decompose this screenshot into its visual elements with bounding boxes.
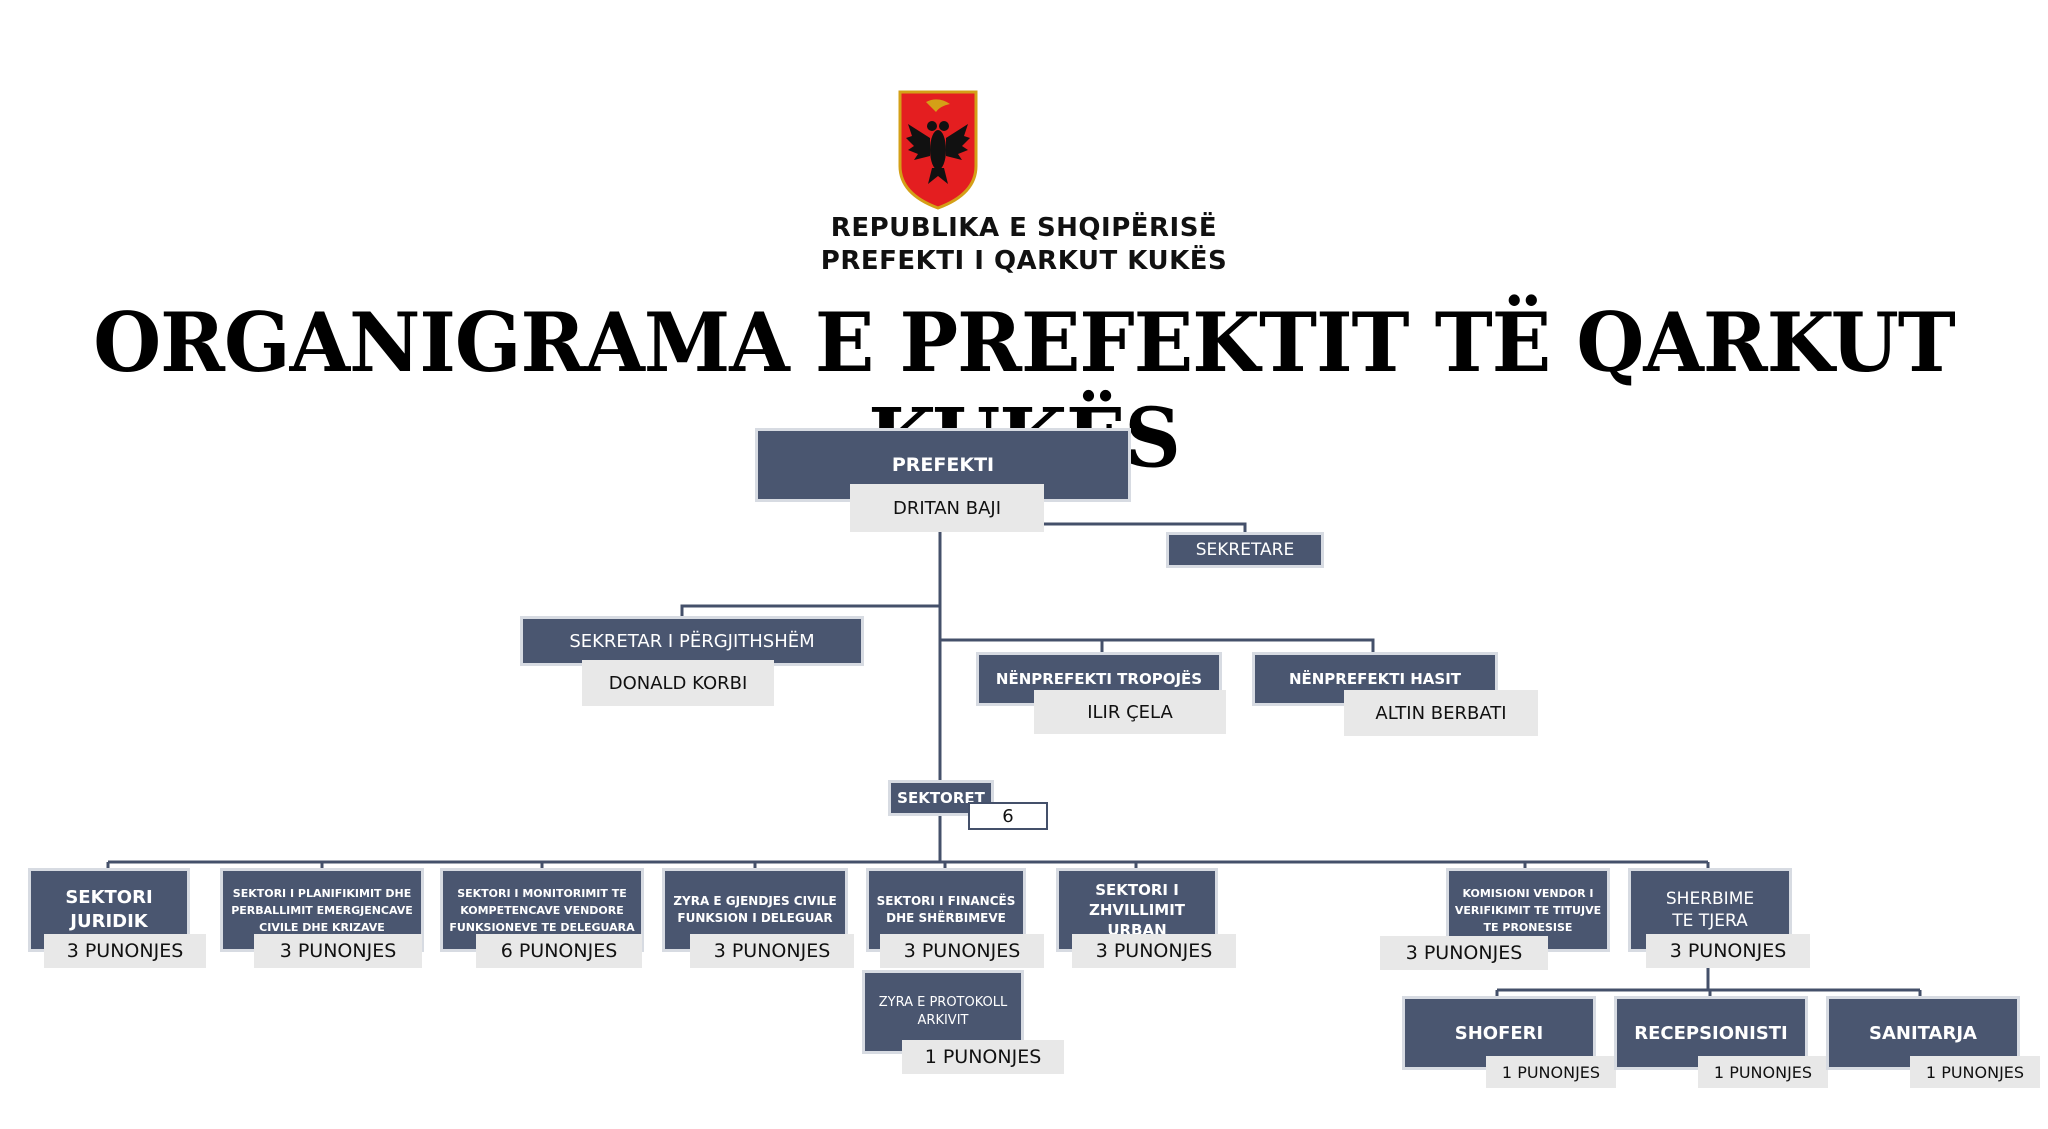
general-secretary-box: SEKRETAR I PËRGJITHSHËM <box>520 616 864 666</box>
service-cleaner-staff: 1 PUNONJES <box>1910 1056 2040 1088</box>
unit-juridik-staff: 3 PUNONJES <box>44 934 206 968</box>
unit-other-services-staff: 3 PUNONJES <box>1646 934 1810 968</box>
secretary-box: SEKRETARE <box>1166 532 1324 568</box>
unit-finance-staff: 3 PUNONJES <box>880 934 1044 968</box>
unit-civil-status-staff: 3 PUNONJES <box>690 934 854 968</box>
general-secretary-name: DONALD KORBI <box>582 660 774 706</box>
service-receptionist-staff: 1 PUNONJES <box>1698 1056 1828 1088</box>
unit-urban-staff: 3 PUNONJES <box>1072 934 1236 968</box>
prefect-heading: PREFEKTI I QARKUT KUKËS <box>820 246 1228 276</box>
republic-heading: REPUBLIKA E SHQIPËRISË <box>830 213 1218 243</box>
unit-monitoring-staff: 6 PUNONJES <box>476 934 642 968</box>
protocol-office-staff: 1 PUNONJES <box>902 1040 1064 1074</box>
service-driver-staff: 1 PUNONJES <box>1486 1056 1616 1088</box>
prefect-name: DRITAN BAJI <box>850 484 1044 532</box>
sectors-count: 6 <box>968 802 1048 830</box>
vice-prefect-tropoja-name: ILIR ÇELA <box>1034 690 1226 734</box>
albanian-emblem-icon <box>896 88 980 210</box>
unit-emergency-staff: 3 PUNONJES <box>254 934 422 968</box>
unit-property-staff: 3 PUNONJES <box>1380 936 1548 970</box>
service-driver-box: SHOFERI <box>1402 996 1596 1070</box>
vice-prefect-has-name: ALTIN BERBATI <box>1344 690 1538 736</box>
